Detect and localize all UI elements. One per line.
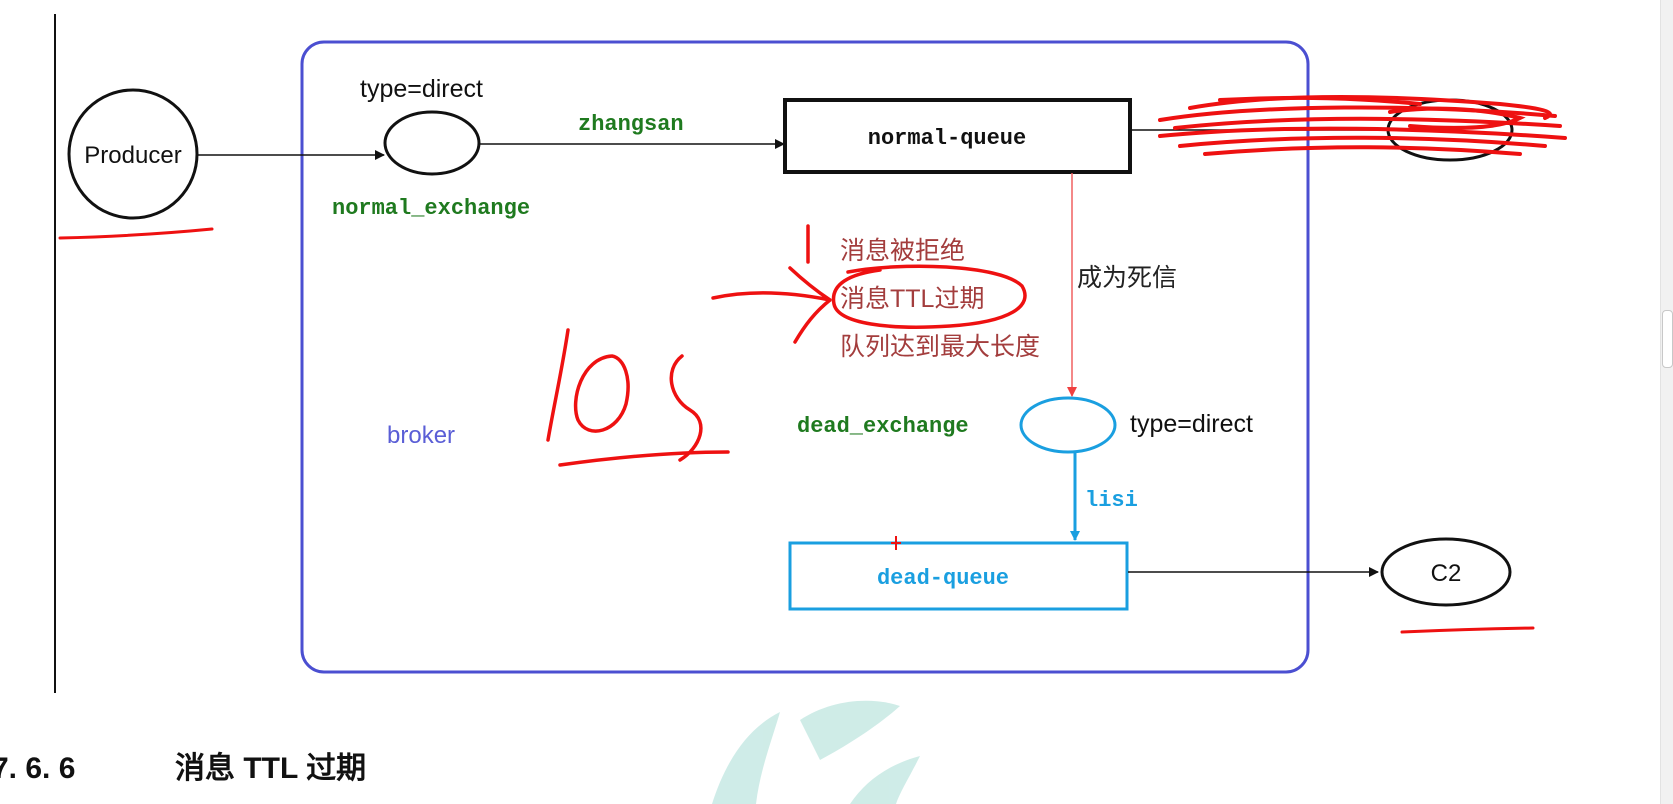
hand-s: [669, 354, 703, 462]
normal-exchange-label: normal_exchange: [332, 196, 530, 221]
normal-exchange-node: [383, 110, 481, 176]
reason-ttl-expired: 消息TTL过期: [840, 285, 984, 313]
dead-queue-label: dead-queue: [877, 566, 1009, 591]
normal-queue-label: normal-queue: [868, 126, 1026, 151]
broker-label: broker: [387, 422, 455, 449]
producer-label: Producer: [84, 142, 181, 169]
dead-queue-box: [788, 541, 1129, 611]
dead-exchange-type: type=direct: [1130, 410, 1253, 438]
hand-1: [546, 328, 570, 442]
vertical-scrollbar[interactable]: [1660, 0, 1673, 804]
red-scribble: [1158, 95, 1567, 156]
footer-section-title: 消息 TTL 过期: [175, 751, 366, 785]
c2-node: [1380, 537, 1512, 607]
pointer-arrow: [711, 266, 832, 344]
reason-rejected: 消息被拒绝: [840, 237, 965, 265]
normal-queue-box: [783, 98, 1132, 174]
hand-underline: [558, 450, 730, 467]
footer-section-number: 7. 6. 6: [0, 752, 75, 785]
dead-letter-label: 成为死信: [1077, 264, 1177, 292]
dead-exchange-label: dead_exchange: [797, 414, 969, 439]
c2-label: C2: [1431, 560, 1462, 587]
routing-key-lisi: lisi: [1085, 488, 1138, 513]
hand-0: [573, 354, 630, 433]
reason-max-length: 队列达到最大长度: [840, 333, 1040, 361]
ttl-circle: [831, 264, 1027, 329]
watermark-logo: [712, 700, 920, 804]
dead-exchange-node: [1019, 396, 1117, 454]
producer-node: [67, 88, 199, 220]
routing-key-zhangsan: zhangsan: [578, 112, 684, 137]
broker-container: [300, 40, 1310, 674]
producer-underline: [58, 227, 214, 240]
small-red-tick: [891, 536, 901, 550]
handwritten-annotations: [546, 224, 1027, 467]
scrollbar-thumb[interactable]: [1662, 310, 1673, 368]
normal-exchange-type: type=direct: [360, 75, 483, 103]
c2-underline: [1400, 626, 1535, 634]
